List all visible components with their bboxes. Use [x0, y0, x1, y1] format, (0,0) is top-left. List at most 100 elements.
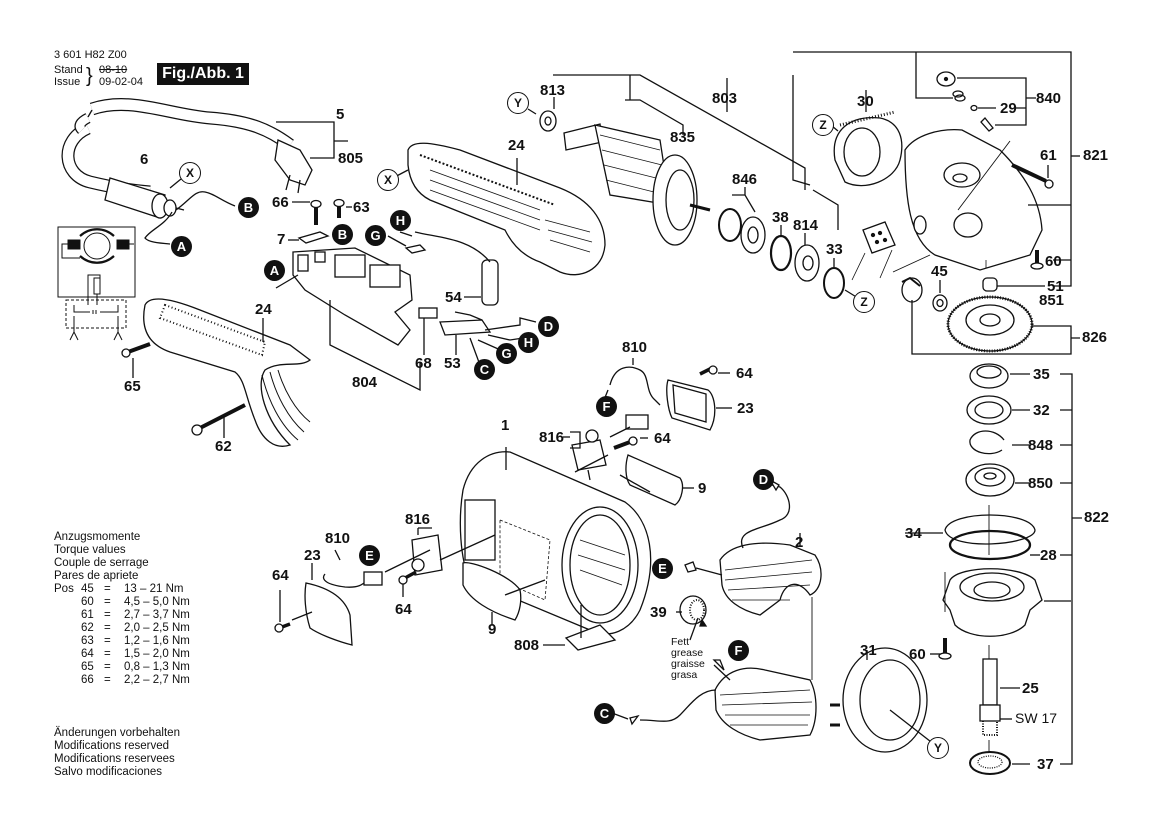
callout-810-lower: 810: [325, 530, 351, 547]
capacitor-54: [414, 231, 499, 306]
grease-note-fr: graisse: [671, 658, 705, 670]
callout-24-upper-handle: 24: [508, 137, 525, 154]
callout-37: 37: [1037, 756, 1054, 773]
callout-816-lower: 816: [405, 511, 431, 528]
callout-1: 1: [501, 417, 510, 434]
bracket-5-805: [276, 121, 348, 159]
callout-51: 51: [1047, 278, 1064, 295]
callout-848: 848: [1028, 437, 1054, 454]
wire-to-a: [144, 211, 173, 245]
callout-68: 68: [415, 355, 432, 372]
coil-lead-c: [639, 689, 717, 722]
bearing-813: [539, 110, 557, 132]
bushing-51: [982, 277, 998, 292]
callout-35: 35: [1033, 366, 1050, 383]
o-ring-28: [948, 529, 1032, 561]
screw-64-far: [274, 622, 291, 633]
torque-eq: =: [104, 674, 111, 686]
connector-e-brush: E: [359, 545, 380, 566]
bearing-814: [794, 244, 820, 282]
connector-b-cord: B: [238, 197, 259, 218]
callout-38: 38: [772, 209, 789, 226]
torque-eq: =: [104, 583, 111, 595]
callout-850: 850: [1028, 475, 1054, 492]
wrench-size-label: SW 17: [1015, 710, 1058, 726]
circlip-846: [718, 208, 742, 242]
torque-pos: 45: [81, 583, 94, 595]
pinion: [901, 276, 923, 303]
reference-x-handle: X: [377, 169, 399, 191]
callout-60-housing: 60: [1045, 253, 1062, 270]
callout-9-upper: 9: [698, 480, 707, 497]
torque-title-es: Pares de apriete: [54, 570, 139, 582]
o-ring-29: [970, 104, 978, 112]
callout-60-flange: 60: [909, 646, 926, 663]
torque-value: 1,2 – 1,6 Nm: [124, 635, 190, 647]
part-68: [418, 307, 438, 319]
screw-64-lower: [398, 570, 417, 585]
torque-row: 60=4,5 – 5,0 Nm: [54, 596, 204, 609]
spindle-25: [979, 658, 1001, 736]
torque-row: 64=1,5 – 2,0 Nm: [54, 648, 204, 661]
callout-6: 6: [140, 151, 149, 168]
callout-851: 851: [1039, 292, 1065, 309]
screw-63: [333, 198, 345, 218]
brush-holder-816-upper: [571, 429, 607, 481]
reference-z-bearing: Z: [853, 291, 875, 313]
callout-24-lower-handle: 24: [255, 301, 272, 318]
connector-g-capacitor: G: [365, 225, 386, 246]
torque-value: 0,8 – 1,3 Nm: [124, 661, 190, 673]
connector-h-switch: H: [518, 332, 539, 353]
torque-pos: 66: [81, 674, 94, 686]
issue-label: Issue: [54, 76, 81, 88]
callout-805: 805: [338, 150, 364, 167]
torque-eq: =: [104, 596, 111, 608]
circlip-848: [969, 430, 1005, 455]
plate-9-lower: [462, 561, 522, 621]
torque-value: 1,5 – 2,0 Nm: [124, 648, 190, 660]
bracket-804: [329, 300, 421, 392]
callout-840: 840: [1036, 90, 1062, 107]
callout-65: 65: [124, 378, 141, 395]
ring-34: [944, 514, 1036, 545]
screw-60-flange: [938, 638, 952, 660]
connector-f-brush: F: [596, 396, 617, 417]
grease-note-es: grasa: [671, 669, 698, 681]
callout-808: 808: [514, 637, 540, 654]
connector-f-coil: F: [728, 640, 749, 661]
flange-nut-37: [969, 751, 1011, 775]
screw-62: [191, 403, 246, 436]
carbon-brush-lower: [363, 571, 383, 586]
callout-804: 804: [352, 374, 378, 391]
cover-808: [564, 624, 617, 651]
callout-45: 45: [931, 263, 948, 280]
torque-pos: 64: [81, 648, 94, 660]
wiring-schematic: [57, 226, 136, 341]
torque-eq: =: [104, 635, 111, 647]
plate-9-upper: [625, 454, 684, 506]
torque-eq: =: [104, 622, 111, 634]
torque-row: 66=2,2 – 2,7 Nm: [54, 674, 204, 687]
field-coil-2-upper: [719, 542, 822, 616]
brush-lead-810-lower: [322, 573, 369, 588]
connector-d-switch: D: [538, 316, 559, 337]
torque-pos: 62: [81, 622, 94, 634]
torque-title-fr: Couple de serrage: [54, 557, 149, 569]
grease-note-en: grease: [671, 647, 704, 659]
seal-32: [966, 395, 1012, 425]
connector-d-coil: D: [753, 469, 774, 490]
callout-64-lower: 64: [395, 601, 412, 618]
callout-2: 2: [795, 534, 804, 551]
handle-half-24: [407, 142, 606, 276]
crown-gear-826: [946, 295, 1034, 353]
bearing-shield-31: [830, 647, 928, 753]
callout-822: 822: [1084, 509, 1110, 526]
callout-64-cover: 64: [736, 365, 753, 382]
callout-814: 814: [793, 217, 819, 234]
rear-handle-lower: [143, 298, 312, 447]
callout-821: 821: [1083, 147, 1109, 164]
figure-label: Fig./Abb. 1: [157, 63, 249, 85]
torque-pos: 65: [81, 661, 94, 673]
torque-value: 13 – 21 Nm: [124, 583, 184, 595]
